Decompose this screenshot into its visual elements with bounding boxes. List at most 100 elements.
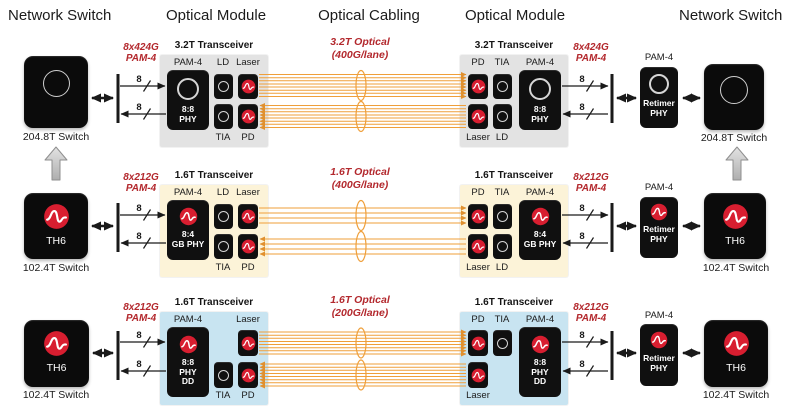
- pam4-label: PAM-4: [173, 314, 203, 325]
- optical-rate-label: 1.6T Optical (400G/lane): [305, 166, 415, 192]
- switch-caption: 204.8T Switch: [700, 132, 768, 144]
- tia-die-icon: [218, 369, 229, 381]
- pam4-label: PAM-4: [173, 187, 203, 198]
- optical-rate-label: 3.2T Optical (400G/lane): [305, 36, 415, 62]
- fiber-tie: [355, 327, 367, 359]
- lane-rate-line1: 8x424G: [123, 42, 159, 53]
- bus-width-slash: [585, 80, 595, 92]
- lane-rate-label-left: 8x212G PAM-4: [112, 172, 170, 194]
- laser-label: Laser: [236, 57, 260, 68]
- laser-chip: [238, 330, 258, 356]
- fiber-bundle-rx: [259, 361, 466, 389]
- lane-rate-line2: PAM-4: [125, 53, 157, 64]
- broadcom-logo-icon: [179, 207, 198, 226]
- retimer-die-icon: [649, 74, 669, 94]
- laser-label: Laser: [466, 390, 490, 401]
- optical-rate-line1: 1.6T Optical: [330, 166, 390, 178]
- ld-label: LD: [495, 262, 509, 273]
- transceiver-left-title: 1.6T Transceiver: [174, 170, 254, 181]
- optical-rate-line2: (200G/lane): [331, 307, 389, 319]
- broadcom-logo-icon: [241, 336, 256, 351]
- header-optical-cabling: Optical Cabling: [318, 7, 420, 24]
- tia-label: TIA: [215, 390, 231, 401]
- lane-rate-line2: PAM-4: [575, 313, 607, 324]
- tia-label: TIA: [215, 262, 231, 273]
- transceiver-right-title: 1.6T Transceiver: [474, 170, 554, 181]
- switch-chip-name: TH6: [46, 362, 67, 374]
- optical-rate-line2: (400G/lane): [331, 49, 389, 61]
- tia-chip: [214, 362, 233, 388]
- tia-die-icon: [497, 211, 508, 222]
- laser-chip: [468, 104, 488, 129]
- switch-chip-name: TH6: [46, 235, 66, 247]
- phy-die-icon: [529, 78, 551, 100]
- bus-width-label: 8: [136, 231, 141, 242]
- pam4-label: PAM-4: [525, 57, 555, 68]
- pam4-label: PAM-4: [525, 187, 555, 198]
- pd-chip: [468, 74, 488, 99]
- laser-label: Laser: [236, 314, 260, 325]
- ld-die-icon: [497, 241, 508, 252]
- pam4-label: PAM-4: [173, 57, 203, 68]
- fiber-tie: [355, 69, 367, 102]
- fiber-tie: [355, 199, 367, 232]
- pd-chip: [238, 234, 258, 259]
- upgrade-arrow-icon: [44, 146, 68, 181]
- broadcom-logo-icon: [43, 330, 70, 357]
- broadcom-logo-icon: [531, 207, 550, 226]
- tia-chip: [493, 74, 512, 99]
- fiber-bundle-tx: [259, 72, 467, 99]
- broadcom-logo-icon: [471, 336, 486, 351]
- bus-width-label: 8: [579, 203, 584, 214]
- lane-rate-line2: PAM-4: [575, 53, 607, 64]
- tia-chip: [493, 330, 512, 356]
- transceiver-left-title: 1.6T Transceiver: [174, 297, 254, 308]
- bus-width-slash: [142, 237, 152, 249]
- ld-chip: [493, 104, 512, 129]
- tia-die-icon: [497, 337, 508, 349]
- transceiver-right-title: 1.6T Transceiver: [474, 297, 554, 308]
- lane-rate-label-right: 8x212G PAM-4: [562, 302, 620, 324]
- laser-label: Laser: [466, 132, 490, 143]
- ld-label: LD: [216, 187, 230, 198]
- switch-chip-name: TH6: [725, 235, 745, 247]
- lane-rate-label-left: 8x212G PAM-4: [112, 302, 170, 324]
- fiber-tie: [355, 100, 367, 133]
- bus-width-slash: [142, 365, 152, 377]
- pd-chip: [468, 330, 488, 356]
- switch-th6-left: TH6: [24, 320, 89, 387]
- broadcom-logo-icon: [531, 335, 550, 354]
- broadcom-logo-icon: [471, 209, 486, 224]
- bus-width-label: 8: [136, 359, 141, 370]
- pd-chip: [238, 362, 258, 388]
- tia-die-icon: [218, 111, 229, 122]
- switch-caption: 102.4T Switch: [22, 389, 90, 401]
- laser-label: Laser: [466, 262, 490, 273]
- switch-caption: 102.4T Switch: [702, 389, 770, 401]
- broadcom-logo-icon: [241, 368, 256, 383]
- pd-label: PD: [471, 314, 485, 325]
- fiber-bundle-tx: [259, 205, 467, 226]
- broadcom-logo-icon: [179, 335, 198, 354]
- header-optical-module-left: Optical Module: [166, 7, 267, 24]
- bus-width-label: 8: [579, 330, 584, 341]
- broadcom-logo-icon: [471, 368, 486, 383]
- pd-chip: [468, 204, 488, 229]
- optical-rate-line2: (400G/lane): [331, 179, 389, 191]
- bus-width-label: 8: [579, 102, 584, 113]
- tia-label: TIA: [494, 314, 510, 325]
- bus-width-slash: [142, 108, 152, 120]
- pd-label: PD: [241, 262, 255, 273]
- optical-rate-line1: 3.2T Optical: [330, 36, 390, 48]
- tia-chip: [214, 234, 233, 259]
- header-network-switch-left: Network Switch: [8, 7, 112, 24]
- switch-caption: 102.4T Switch: [702, 262, 770, 274]
- broadcom-logo-icon: [241, 109, 256, 124]
